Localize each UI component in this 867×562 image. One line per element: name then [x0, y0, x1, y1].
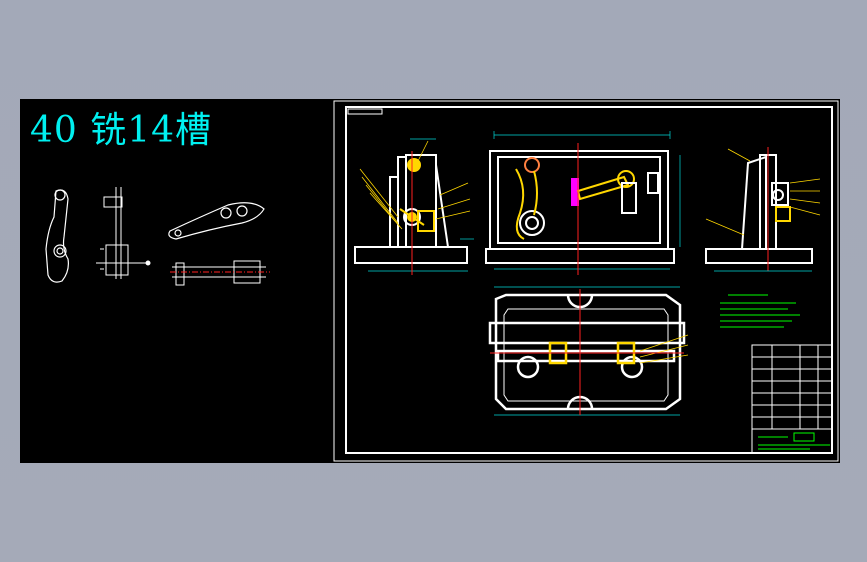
part-sketch-shaft: [96, 187, 151, 279]
side-view-leaders: [705, 148, 821, 236]
drawing-sheet: [45, 100, 839, 462]
main-view-dimensions: [493, 131, 681, 270]
front-view-leaders: [359, 140, 471, 230]
drawing-title: 40 铣14槽: [30, 110, 213, 151]
sheet-corner-tag: [347, 108, 383, 115]
main-view-fixture: [485, 150, 675, 264]
part-sketch-linkage: [168, 202, 265, 240]
sheet-inner-border: [345, 106, 833, 454]
plan-view-dimensions: [494, 286, 680, 416]
plan-view-leaders: [639, 334, 689, 364]
title-block-entries: [758, 432, 830, 450]
front-view-fixture: [354, 154, 468, 264]
front-view-dimensions: [368, 138, 474, 272]
plan-view-fixture: [488, 293, 686, 411]
cad-drawing-canvas[interactable]: 40 铣14槽: [20, 99, 840, 463]
title-block: [751, 344, 833, 454]
sheet-outer-border: [333, 100, 839, 462]
part-sketch-lever: [45, 189, 69, 283]
technical-notes: [720, 294, 800, 328]
part-sketch-rod: [170, 260, 270, 286]
